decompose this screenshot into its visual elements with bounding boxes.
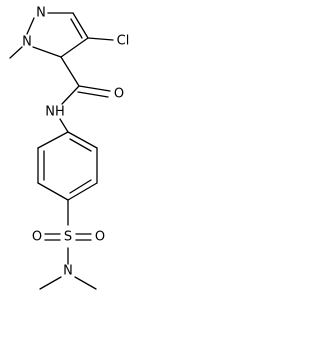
bond-c4-cl xyxy=(87,37,114,41)
pyrazole-ring xyxy=(26,12,89,58)
bond-c3-c4-inner xyxy=(70,18,83,39)
bond-b1-b2 xyxy=(67,131,98,149)
bond-nh-ring xyxy=(59,118,69,133)
bond-b6-b1 xyxy=(37,131,69,149)
atom-chlorine: Cl xyxy=(117,34,130,49)
atom-n1: N xyxy=(22,35,32,50)
bond-n-methyl-left xyxy=(39,276,62,290)
bond-b4-b5 xyxy=(37,182,69,201)
chemical-structure: N N Cl O NH S O O N xyxy=(9,6,130,290)
atom-n2: N xyxy=(36,6,46,21)
bond-n-methyl-right xyxy=(74,276,97,290)
atom-amide-nh: NH xyxy=(45,105,65,120)
bond-n1-methyl xyxy=(9,46,23,59)
bond-n2-n1 xyxy=(26,17,35,35)
bond-carbonyl-nh xyxy=(61,85,80,105)
benzene-ring xyxy=(37,131,98,201)
bond-c5-carbonyl xyxy=(60,56,80,87)
atom-sulfonyl-oxygen-left: O xyxy=(32,230,42,245)
atom-sulfonyl-oxygen-right: O xyxy=(95,230,105,245)
bond-c3-c4 xyxy=(72,12,89,39)
bond-c-o-double-1 xyxy=(78,85,111,92)
bond-n1-c5 xyxy=(32,46,62,58)
atom-carbonyl-oxygen: O xyxy=(114,87,124,102)
bond-c4-c5 xyxy=(60,37,89,58)
bond-c-o-double-2 xyxy=(77,91,109,98)
bond-b1-b2-inner xyxy=(69,138,92,152)
atom-sulfur: S xyxy=(64,230,72,245)
atom-amine-nitrogen: N xyxy=(63,264,73,279)
bond-b3-b4 xyxy=(67,182,98,201)
bond-b3-b4-inner xyxy=(69,179,92,194)
